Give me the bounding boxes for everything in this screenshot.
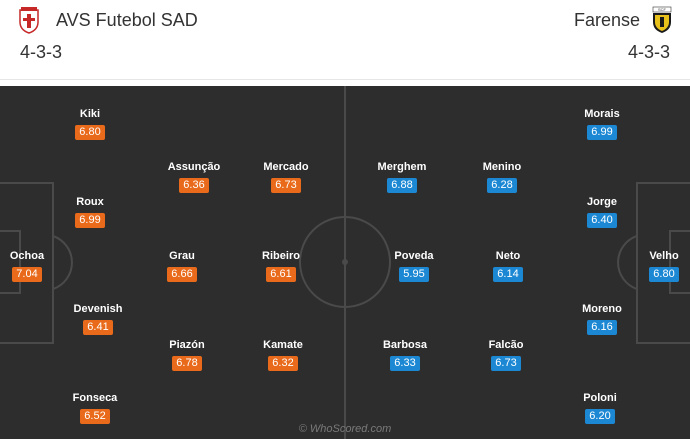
home-player-assuncao[interactable]: Assunção 6.36 bbox=[156, 161, 232, 193]
player-rating: 6.52 bbox=[80, 409, 110, 424]
svg-text:SCF: SCF bbox=[658, 7, 667, 12]
player-rating: 6.33 bbox=[390, 356, 420, 371]
away-team-crest-icon: SCF bbox=[652, 6, 672, 33]
pitch-markings bbox=[0, 86, 690, 439]
whoscored-watermark: © WhoScored.com bbox=[298, 423, 392, 435]
player-rating: 6.80 bbox=[75, 125, 105, 140]
player-name: Kamate bbox=[263, 339, 303, 351]
player-rating: 6.32 bbox=[268, 356, 298, 371]
home-player-ribeiro[interactable]: Ribeiro 6.61 bbox=[250, 250, 312, 282]
away-player-velho[interactable]: Velho 6.80 bbox=[640, 250, 688, 282]
player-rating: 6.20 bbox=[585, 409, 615, 424]
player-rating: 6.41 bbox=[83, 320, 113, 335]
player-rating: 6.14 bbox=[493, 267, 523, 282]
home-player-mercado[interactable]: Mercado 6.73 bbox=[252, 161, 320, 193]
player-name: Grau bbox=[169, 250, 195, 262]
player-name: Barbosa bbox=[382, 339, 428, 351]
player-rating: 6.99 bbox=[75, 213, 105, 228]
match-header: AVS Futebol SAD 4-3-3 SCF Farense 4-3-3 bbox=[0, 0, 690, 80]
player-name: Jorge bbox=[587, 196, 617, 208]
away-player-moreno[interactable]: Moreno 6.16 bbox=[566, 303, 638, 335]
away-player-neto[interactable]: Neto 6.14 bbox=[486, 250, 530, 282]
player-rating: 6.99 bbox=[587, 125, 617, 140]
away-player-poveda[interactable]: Poveda 5.95 bbox=[380, 250, 448, 282]
player-rating: 6.28 bbox=[487, 178, 517, 193]
away-formation: 4-3-3 bbox=[627, 42, 670, 62]
player-name: Piazón bbox=[169, 339, 205, 351]
player-rating: 5.95 bbox=[399, 267, 429, 282]
away-player-merghem[interactable]: Merghem 6.88 bbox=[366, 161, 438, 193]
player-name: Roux bbox=[76, 196, 104, 208]
player-rating: 6.73 bbox=[491, 356, 521, 371]
pitch: Kiki 6.80 Assunção 6.36 Mercado 6.73 Rou… bbox=[0, 86, 690, 439]
player-name: Neto bbox=[495, 250, 521, 262]
player-rating: 6.16 bbox=[587, 320, 617, 335]
player-name: Poveda bbox=[394, 250, 434, 262]
away-player-jorge[interactable]: Jorge 6.40 bbox=[578, 196, 626, 228]
player-name: Menino bbox=[482, 161, 522, 173]
away-player-barbosa[interactable]: Barbosa 6.33 bbox=[372, 339, 438, 371]
away-player-poloni[interactable]: Poloni 6.20 bbox=[574, 392, 626, 424]
home-player-grau[interactable]: Grau 6.66 bbox=[156, 250, 208, 282]
player-name: Assunção bbox=[167, 161, 221, 173]
home-player-roux[interactable]: Roux 6.99 bbox=[60, 196, 120, 228]
player-name: Poloni bbox=[583, 392, 617, 404]
player-name: Mercado bbox=[263, 161, 309, 173]
player-name: Falcão bbox=[488, 339, 524, 351]
player-rating: 6.40 bbox=[587, 213, 617, 228]
player-rating: 6.66 bbox=[167, 267, 197, 282]
away-player-falcao[interactable]: Falcão 6.73 bbox=[476, 339, 536, 371]
player-rating: 6.80 bbox=[649, 267, 679, 282]
player-name: Morais bbox=[584, 108, 620, 120]
away-player-morais[interactable]: Morais 6.99 bbox=[568, 108, 636, 140]
player-name: Merghem bbox=[377, 161, 427, 173]
player-name: Ochoa bbox=[9, 250, 45, 262]
home-player-kiki[interactable]: Kiki 6.80 bbox=[60, 108, 120, 140]
home-team-name[interactable]: AVS Futebol SAD bbox=[56, 10, 198, 30]
home-formation: 4-3-3 bbox=[20, 42, 63, 62]
home-player-kamate[interactable]: Kamate 6.32 bbox=[250, 339, 316, 371]
player-name: Ribeiro bbox=[262, 250, 300, 262]
player-rating: 6.88 bbox=[387, 178, 417, 193]
player-rating: 6.36 bbox=[179, 178, 209, 193]
away-team-name[interactable]: Farense bbox=[573, 10, 640, 30]
player-name: Velho bbox=[649, 250, 679, 262]
player-name: Fonseca bbox=[72, 392, 118, 404]
player-rating: 6.73 bbox=[271, 178, 301, 193]
home-player-devenish[interactable]: Devenish 6.41 bbox=[60, 303, 136, 335]
player-name: Devenish bbox=[73, 303, 123, 315]
player-rating: 6.61 bbox=[266, 267, 296, 282]
home-player-fonseca[interactable]: Fonseca 6.52 bbox=[60, 392, 130, 424]
home-player-piazon[interactable]: Piazón 6.78 bbox=[156, 339, 218, 371]
home-team-crest-icon bbox=[19, 7, 39, 34]
player-rating: 6.78 bbox=[172, 356, 202, 371]
player-name: Moreno bbox=[582, 303, 622, 315]
home-player-ochoa[interactable]: Ochoa 7.04 bbox=[2, 250, 52, 282]
player-name: Kiki bbox=[79, 108, 101, 120]
player-rating: 7.04 bbox=[12, 267, 42, 282]
away-player-menino[interactable]: Menino 6.28 bbox=[472, 161, 532, 193]
